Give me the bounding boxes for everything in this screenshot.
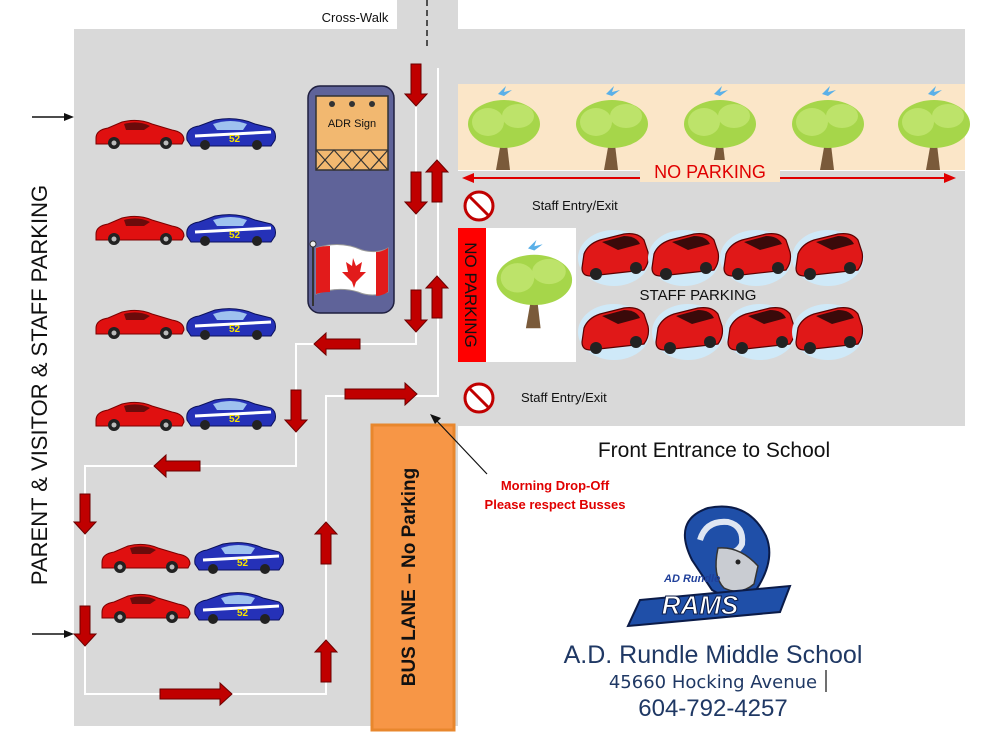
flow-arrow-icon <box>313 521 339 565</box>
school-phone: 604-792-4257 <box>638 695 787 722</box>
flow-arrow-icon <box>424 275 450 319</box>
flow-arrow-icon <box>72 605 98 647</box>
staff-parking-label: STAFF PARKING <box>640 287 757 304</box>
adr-sign-label: ADR Sign <box>328 118 376 130</box>
drop-off-pointer <box>430 414 488 475</box>
flow-arrow-icon <box>424 159 450 203</box>
staff-entry-exit-top: Staff Entry/Exit <box>532 198 618 213</box>
no-entry-icon <box>463 190 495 222</box>
red-sedan-icon <box>791 303 865 361</box>
ram-mascot-logo: AD Rundle RAMS <box>626 505 792 628</box>
flow-arrow-icon <box>159 681 233 707</box>
drop-off-line2: Please respect Busses <box>485 497 626 512</box>
school-name: A.D. Rundle Middle School <box>564 641 863 669</box>
no-parking-top-label: NO PARKING <box>654 162 766 182</box>
parent-visitor-parking-label: PARENT & VISITOR & STAFF PARKING <box>27 185 52 585</box>
no-parking-arrow <box>462 160 956 183</box>
flow-arrow-icon <box>344 381 418 407</box>
flow-arrow-icon <box>313 639 339 683</box>
logo-word: RAMS <box>662 590 739 620</box>
flow-arrow-icon <box>72 493 98 535</box>
red-sedan-icon <box>791 229 865 287</box>
adr-sign-icon <box>315 95 389 171</box>
flow-arrow-icon <box>403 171 429 215</box>
no-entry-icon <box>463 382 495 414</box>
red-sedan-icon <box>719 229 793 287</box>
lot-entry-pointers <box>32 113 74 638</box>
canada-flag-icon <box>309 240 389 306</box>
flow-arrow-icon <box>283 389 309 433</box>
staff-entry-exit-bottom: Staff Entry/Exit <box>521 390 607 405</box>
drop-off-line1: Morning Drop-Off <box>501 478 610 493</box>
flow-arrow-icon <box>403 289 429 333</box>
red-sedan-icon <box>651 303 725 361</box>
traffic-flow-arrows <box>72 63 450 707</box>
cross-walk-label: Cross-Walk <box>322 10 389 25</box>
bus-lane-label: BUS LANE – No Parking <box>399 468 420 687</box>
flow-arrow-icon <box>403 63 429 107</box>
red-sedan-icon <box>723 303 797 361</box>
adr-sign-island <box>307 85 395 314</box>
front-entrance-label: Front Entrance to School <box>598 439 830 462</box>
bus-lane <box>370 423 456 732</box>
red-sedan-icon <box>577 303 651 361</box>
flow-arrow-icon <box>313 331 361 357</box>
school-address: 45660 Hocking Avenue <box>609 672 817 693</box>
side-no-parking-sign <box>458 228 486 362</box>
red-sedan-icon <box>647 229 721 287</box>
red-sedan-icon <box>577 229 651 287</box>
flow-arrow-icon <box>153 453 201 479</box>
no-parking-side-label: NO PARKING <box>461 242 480 347</box>
logo-arc-text: AD Rundle <box>663 573 720 585</box>
